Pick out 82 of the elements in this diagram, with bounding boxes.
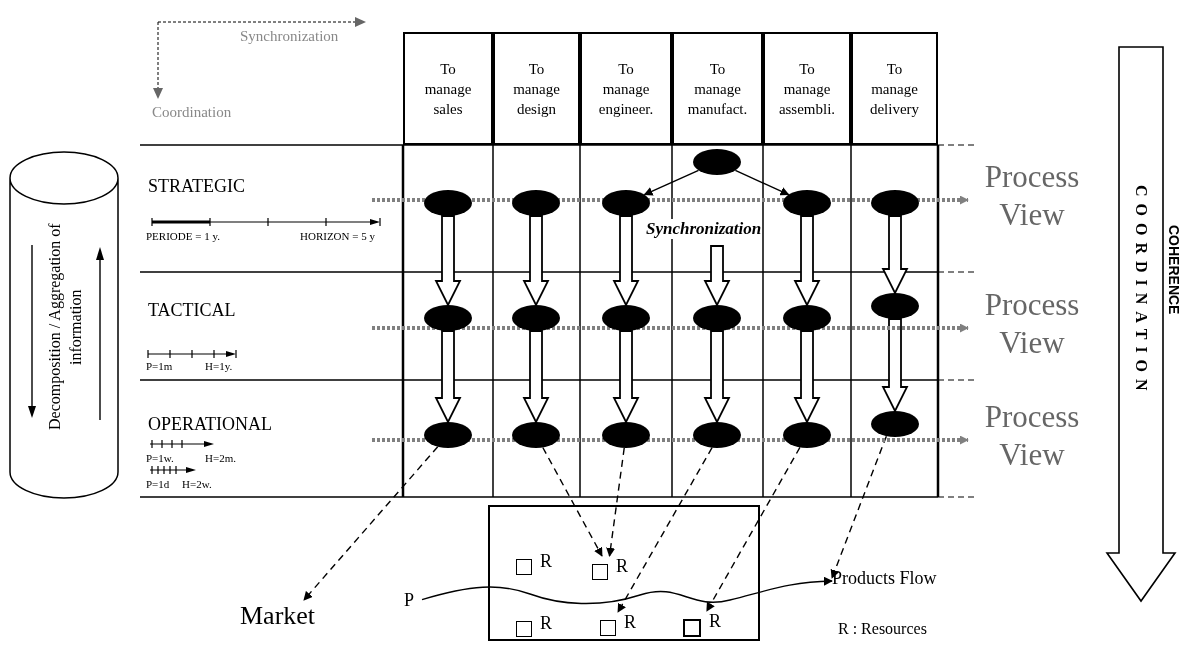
- process-ellipse: [871, 190, 919, 216]
- view-label: Process View: [983, 398, 1081, 474]
- scale-label: P=1d: [146, 478, 170, 490]
- scale-label: HORIZON = 5 y: [300, 230, 375, 242]
- axis-label: Coordination: [152, 104, 232, 121]
- dashed-arrow: [303, 446, 439, 601]
- flow-label: Products Flow: [832, 567, 938, 590]
- resource-label: R: [709, 611, 721, 631]
- resource-label: R: [624, 612, 636, 632]
- process-ellipse: [783, 305, 831, 331]
- header-text: To manage delivery: [869, 59, 920, 119]
- process-ellipse: [783, 190, 831, 216]
- arrow: [734, 169, 790, 196]
- process-ellipse: [693, 422, 741, 448]
- process-arrow: [372, 323, 969, 333]
- block-arrow: [522, 330, 550, 424]
- view-label: Process View: [983, 158, 1081, 234]
- column-header: [403, 32, 493, 145]
- column-header: [672, 32, 763, 145]
- level-label: OPERATIONAL: [148, 414, 272, 435]
- view-label: Process View: [983, 286, 1081, 362]
- block-arrow: [793, 330, 821, 424]
- resource-box: [488, 505, 760, 641]
- arrow: [643, 169, 700, 196]
- header-text: To manage design: [513, 59, 560, 119]
- block-arrow: [881, 318, 909, 413]
- process-ellipse: [871, 411, 919, 437]
- header-text: To manage manufact.: [687, 59, 748, 119]
- column-header: [763, 32, 851, 145]
- dashed-arrow: [617, 447, 713, 613]
- header-text: To manage assembli.: [778, 59, 836, 119]
- scale-label: PERIODE = 1 y.: [146, 230, 220, 242]
- scale-label: P=1w.: [146, 452, 174, 464]
- process-ellipse: [693, 149, 741, 175]
- block-arrow: [612, 215, 640, 307]
- coordination-text: COORDINATION: [1132, 185, 1151, 398]
- column-header: [493, 32, 580, 145]
- process-ellipse: [871, 293, 919, 319]
- process-ellipse: [602, 190, 650, 216]
- process-ellipse: [424, 422, 472, 448]
- flow-start-label: P: [404, 589, 415, 612]
- block-arrow: [522, 215, 550, 307]
- process-ellipse: [512, 305, 560, 331]
- resource-label: R: [616, 556, 628, 576]
- process-ellipse: [512, 422, 560, 448]
- block-arrow: [881, 215, 909, 295]
- axis-label: Synchronization: [240, 28, 339, 45]
- flow-curve: [421, 576, 833, 605]
- process-ellipse: [512, 190, 560, 216]
- dashed-arrow: [542, 446, 603, 557]
- dashed-arrow: [706, 446, 801, 612]
- dashed-arrow: [830, 435, 888, 579]
- process-ellipse: [424, 190, 472, 216]
- block-arrow: [434, 330, 462, 424]
- block-arrow: [703, 330, 731, 424]
- column-header: [580, 32, 672, 145]
- block-arrow: [434, 215, 462, 307]
- block-arrow: [793, 215, 821, 307]
- block-arrow: [703, 245, 731, 307]
- process-ellipse: [424, 305, 472, 331]
- level-label: STRATEGIC: [148, 176, 245, 197]
- synchronization-label: Synchronization: [646, 219, 762, 239]
- coherence-label: COHERENCE: [1166, 225, 1182, 315]
- cylinder-text: Decomposition / Aggregation of information: [45, 222, 85, 433]
- process-ellipse: [602, 422, 650, 448]
- scale-label: H=2m.: [205, 452, 236, 464]
- resource-label: R: [540, 551, 552, 571]
- header-text: To manage sales: [424, 59, 472, 119]
- header-text: To manage engineer.: [598, 59, 654, 119]
- process-ellipse: [783, 422, 831, 448]
- resource-label: R: [540, 613, 552, 633]
- market-label: Market: [240, 600, 317, 632]
- scale-label: H=1y.: [205, 360, 233, 372]
- dashed-arrow: [606, 447, 625, 557]
- scale-label: P=1m: [146, 360, 173, 372]
- block-arrow: [612, 330, 640, 424]
- legend-note: R : Resources: [838, 620, 927, 638]
- scale-label: H=2w.: [182, 478, 212, 490]
- level-label: TACTICAL: [148, 300, 236, 321]
- column-header: [851, 32, 938, 145]
- process-ellipse: [693, 305, 741, 331]
- process-ellipse: [602, 305, 650, 331]
